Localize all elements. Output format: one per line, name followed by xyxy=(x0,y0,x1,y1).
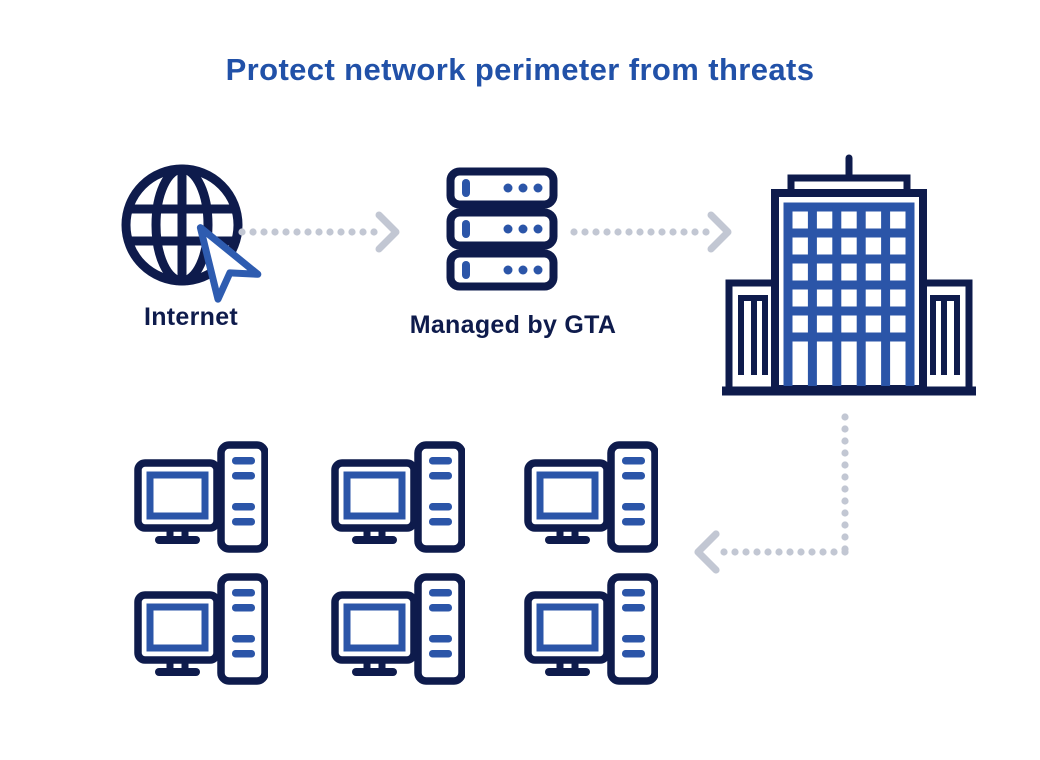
desktop-computer-icon xyxy=(522,573,658,685)
desktop-computer-icon xyxy=(522,441,658,553)
internet-label: Internet xyxy=(143,303,239,331)
mouse-cursor-icon xyxy=(196,224,262,303)
desktop-computer-icon xyxy=(132,573,268,685)
server-rack-icon xyxy=(446,167,558,291)
dotted-arrow-server-to-building xyxy=(570,210,734,254)
desktop-computer-icon xyxy=(132,441,268,553)
managed-by-gta-label: Managed by GTA xyxy=(409,311,617,339)
desktop-computer-icon xyxy=(329,573,465,685)
globe-cursor-icon xyxy=(121,164,262,303)
page-title: Protect network perimeter from threats xyxy=(225,52,815,87)
dotted-arrow-internet-to-server xyxy=(238,210,402,254)
desktop-computer-icon xyxy=(329,441,465,553)
dotted-arrow-building-to-workstations xyxy=(694,413,849,574)
office-building-icon xyxy=(722,154,976,396)
